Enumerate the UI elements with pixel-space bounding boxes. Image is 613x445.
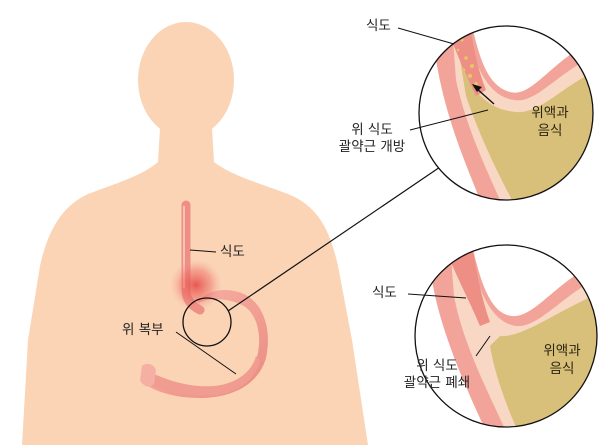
label-bottom-sphincter: 위 식도 괄약근 폐쇄 [394,358,480,392]
label-top-contents: 위액과 음식 [520,104,580,140]
label-top-contents-line2: 음식 [520,122,580,140]
head [138,22,234,138]
label-body-esophagus: 식도 [220,244,245,261]
label-bottom-contents-line1: 위액과 [532,342,592,360]
label-bottom-esophagus: 식도 [372,285,397,302]
leader-top-esophagus [398,28,454,44]
label-top-sphincter-line2: 괄약근 개방 [330,139,414,156]
label-bottom-contents-line2: 음식 [532,360,592,378]
label-body-stomach: 위 복부 [122,322,164,339]
label-bottom-sphincter-line2: 괄약근 폐쇄 [394,375,480,392]
label-bottom-sphincter-line1: 위 식도 [394,358,480,375]
detail-closed [408,245,597,427]
label-top-contents-line1: 위액과 [520,104,580,122]
body-silhouette [22,22,368,445]
duodenum [140,364,156,386]
label-bottom-contents: 위액과 음식 [532,342,592,378]
label-top-sphincter: 위 식도 괄약근 개방 [330,122,414,156]
label-top-esophagus: 식도 [366,18,391,35]
label-top-sphincter-line1: 위 식도 [330,122,414,139]
inflamed-area [170,259,222,311]
